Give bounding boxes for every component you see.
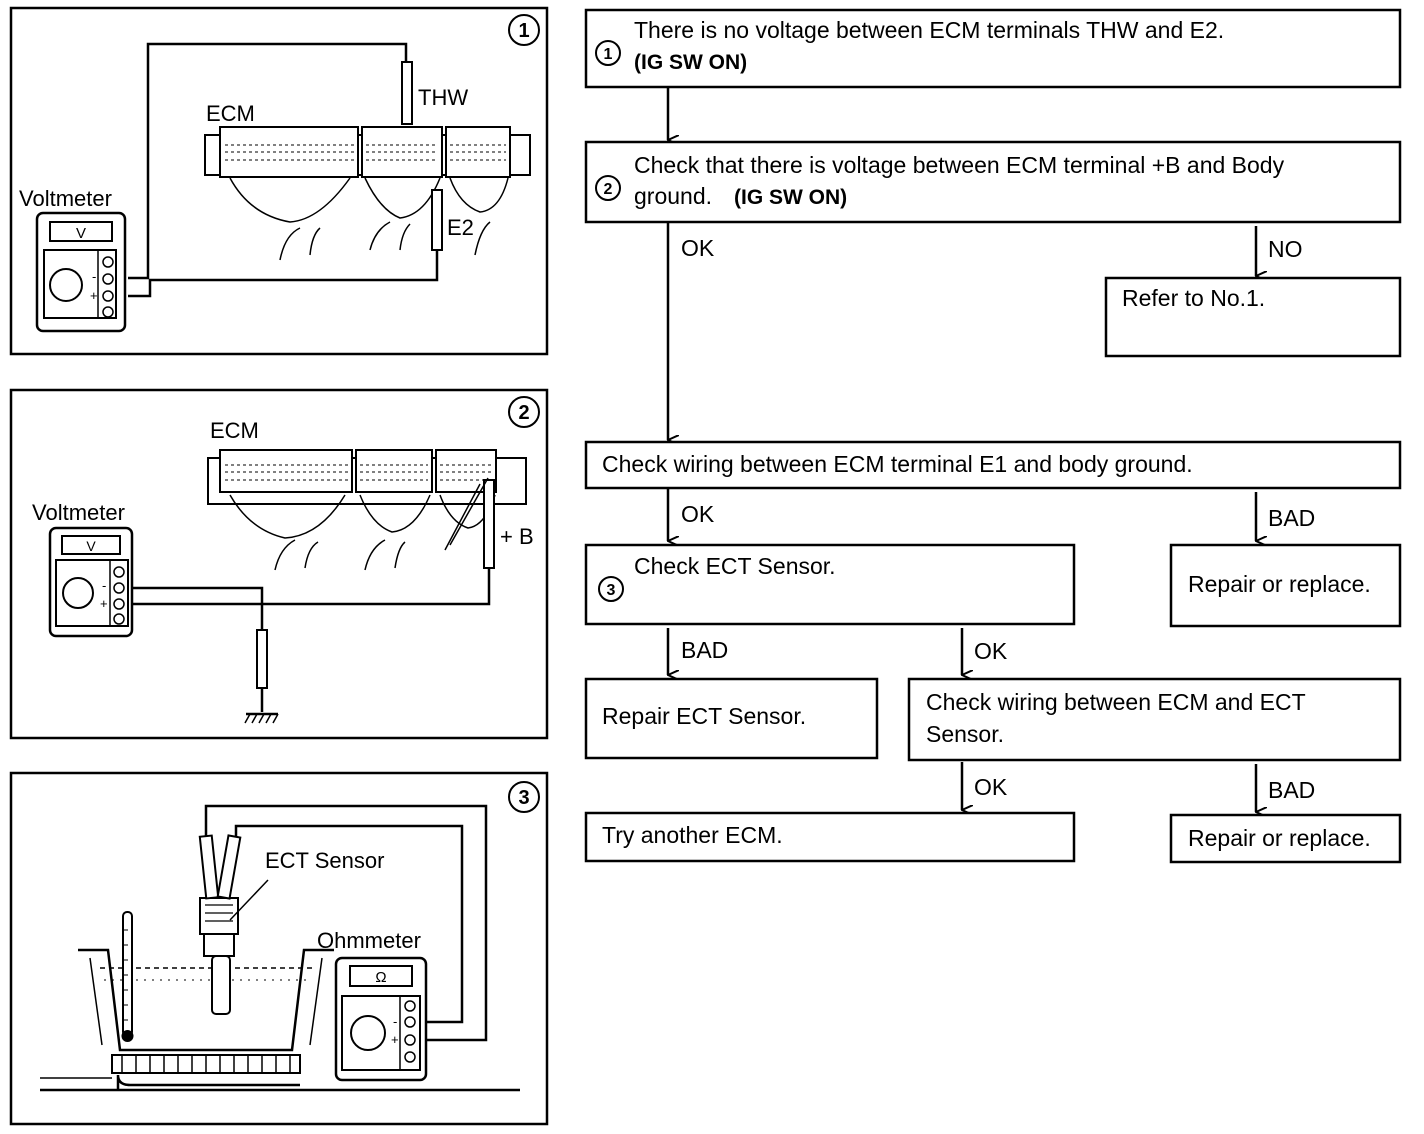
terminal-thw-label: THW <box>418 85 468 110</box>
flowchart: 1 There is no voltage between ECM termin… <box>584 8 1402 864</box>
check-e1-box <box>584 440 1402 490</box>
svg-text:-: - <box>393 1014 397 1029</box>
step2-condition: (IG SW ON) <box>734 186 847 209</box>
voltmeter-label: Voltmeter <box>32 500 125 525</box>
plus-b-probe <box>483 479 495 569</box>
voltmeter: V - + Voltmeter <box>19 186 127 333</box>
panel-number-badge: 1 <box>508 14 540 46</box>
check-wiring-text-line2: Sensor. <box>926 721 1004 747</box>
step1-condition: (IG SW ON) <box>634 51 747 74</box>
panel-3-ect-sensor-resistance: 3 <box>9 771 549 1126</box>
negative-lead <box>128 42 408 280</box>
svg-text:1: 1 <box>518 20 529 42</box>
step3-text: Check ECT Sensor. <box>634 553 836 579</box>
label-no: NO <box>1268 236 1303 262</box>
step2-text: Check that there is voltage between ECM … <box>634 152 1285 178</box>
step1-text: There is no voltage between ECM terminal… <box>634 17 1224 43</box>
label-ok: OK <box>974 774 1008 800</box>
svg-text:V: V <box>86 538 96 554</box>
check-wiring-text: Check wiring between ECM and ECT <box>926 689 1306 715</box>
svg-text:1: 1 <box>604 46 613 63</box>
svg-text:+: + <box>391 1032 399 1047</box>
ecm-label: ECM <box>206 101 255 126</box>
probe-wire <box>444 477 489 551</box>
voltmeter: V - + Voltmeter <box>32 500 134 638</box>
negative-lead <box>128 586 264 630</box>
ecm-label: ECM <box>210 418 259 443</box>
burner <box>40 1054 520 1092</box>
ohmmeter-label: Ohmmeter <box>317 928 421 953</box>
svg-text:-: - <box>102 578 106 593</box>
label-bad: BAD <box>1268 505 1315 531</box>
water-pot <box>78 948 334 1052</box>
negative-lead <box>234 824 464 1024</box>
repair-ect-box <box>584 677 879 760</box>
svg-text:-: - <box>92 269 96 284</box>
ect-sensor: ECT Sensor <box>198 834 384 1015</box>
svg-text:+: + <box>90 288 98 303</box>
svg-text:2: 2 <box>518 402 529 424</box>
label-ok: OK <box>974 638 1008 664</box>
ohmmeter: Ω - + Ohmmeter <box>317 928 428 1082</box>
svg-text:+: + <box>100 596 108 611</box>
step3-box: 3 Check ECT Sensor. <box>584 543 1076 626</box>
step2-text-line2: ground. <box>634 183 712 209</box>
positive-lead <box>128 568 491 606</box>
label-ok: OK <box>681 235 715 261</box>
thermometer <box>121 911 134 1042</box>
e2-probe <box>431 189 443 251</box>
panel-2-voltage-check-plus-b: 2 ECM + B V <box>9 388 549 740</box>
panel-number-badge: 3 <box>508 781 540 813</box>
refer-box <box>1104 276 1402 358</box>
sensor-leader-line <box>229 879 269 921</box>
repair-replace-box <box>1169 543 1402 628</box>
panel-1-voltage-check-thw-e2: 1 ECM THW E2 V <box>9 6 549 356</box>
repair-replace-box <box>1169 813 1402 864</box>
refer-text: Refer to No.1. <box>1122 285 1265 311</box>
ground-probe <box>256 629 268 689</box>
repair-ect-text: Repair ECT Sensor. <box>602 703 806 729</box>
svg-text:2: 2 <box>604 181 613 198</box>
voltmeter-label: Voltmeter <box>19 186 112 211</box>
thw-probe <box>401 61 413 125</box>
step1-box: 1 There is no voltage between ECM termin… <box>584 8 1402 89</box>
try-ecm-text: Try another ECM. <box>602 822 783 848</box>
terminal-e2-label: E2 <box>447 215 474 240</box>
ecm-connector: ECM <box>204 101 531 261</box>
label-ok: OK <box>681 501 715 527</box>
panel-number-badge: 2 <box>508 396 540 428</box>
svg-text:V: V <box>76 225 86 242</box>
check-e1-text: Check wiring between ECM terminal E1 and… <box>602 451 1193 477</box>
label-bad: BAD <box>681 637 728 663</box>
positive-lead <box>204 804 488 1042</box>
ground-icon <box>244 712 279 724</box>
ect-sensor-label: ECT Sensor <box>265 848 384 873</box>
try-ecm-box <box>584 811 1076 863</box>
label-bad: BAD <box>1268 777 1315 803</box>
check-wiring-box <box>907 677 1402 762</box>
terminal-plus-b-label: + B <box>500 524 534 549</box>
repair-replace-text: Repair or replace. <box>1188 825 1371 851</box>
positive-lead <box>128 250 439 298</box>
svg-text:3: 3 <box>518 787 529 809</box>
repair-replace-text: Repair or replace. <box>1188 571 1371 597</box>
svg-text:Ω: Ω <box>375 969 386 986</box>
svg-text:3: 3 <box>607 582 616 599</box>
step2-box: 2 Check that there is voltage between EC… <box>584 140 1402 224</box>
